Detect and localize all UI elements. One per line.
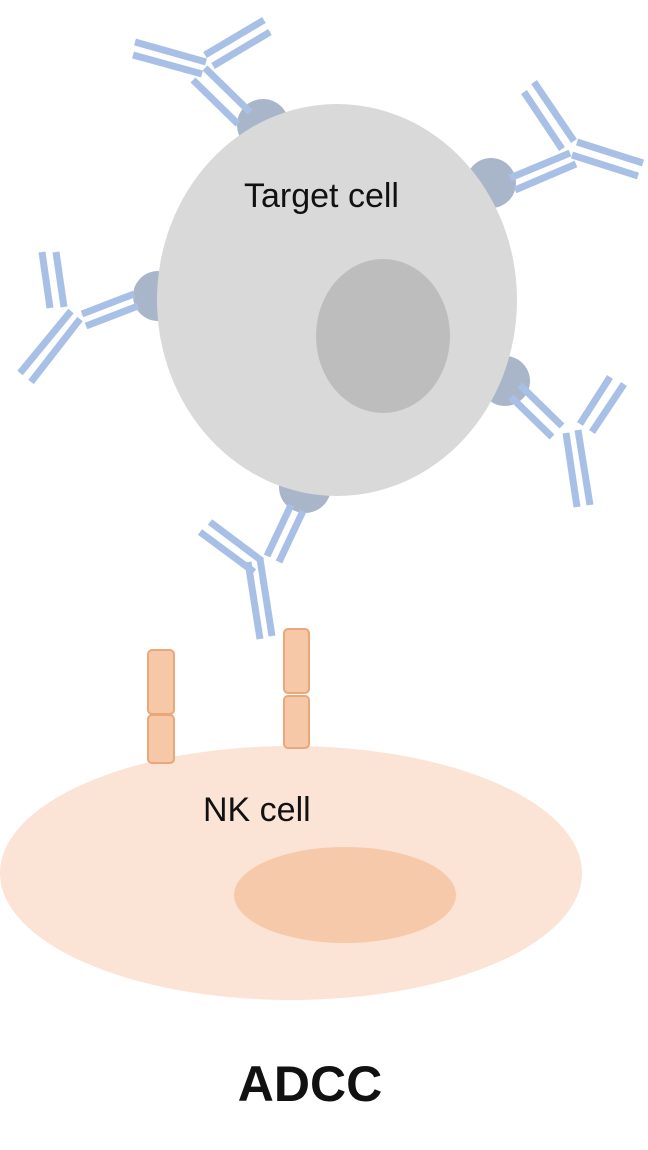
fc-receptor-segment (147, 714, 175, 764)
antibody (508, 80, 645, 194)
fc-receptor-segment (147, 649, 175, 715)
fc-receptor-segment (283, 628, 310, 694)
target-cell-label: Target cell (244, 177, 399, 215)
antibody (197, 503, 307, 640)
fc-receptor-right (283, 628, 310, 749)
diagram-title: ADCC (238, 1056, 382, 1112)
target-cell (133, 99, 530, 513)
nk-cell-label: NK cell (203, 791, 311, 829)
fc-receptor-left (147, 649, 175, 764)
fc-receptor-segment (283, 695, 310, 749)
antibody (17, 251, 140, 385)
antibody (132, 16, 272, 127)
nk-cell-nucleus (234, 847, 456, 943)
antibody (508, 375, 627, 508)
nk-cell (0, 746, 582, 1000)
target-cell-nucleus (316, 259, 450, 413)
antibodies (17, 16, 645, 640)
